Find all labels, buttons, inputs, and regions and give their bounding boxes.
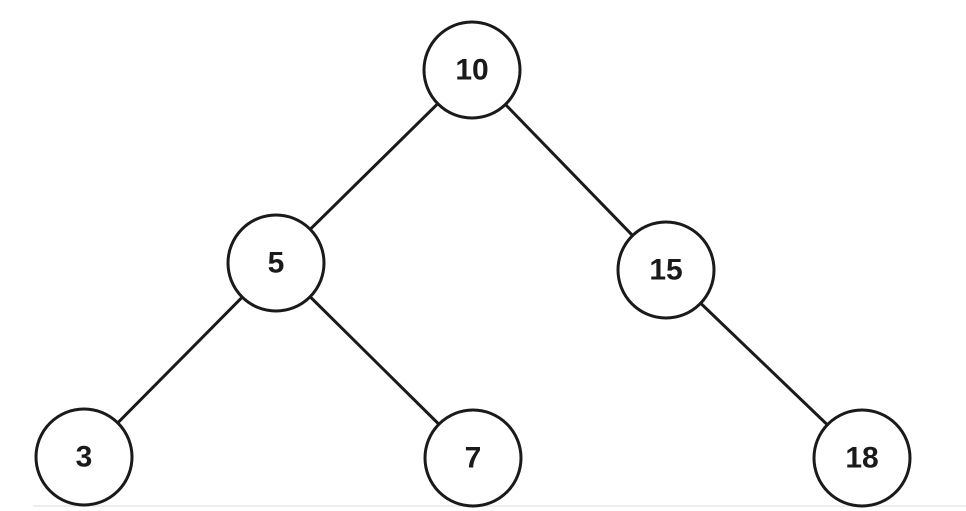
tree-node-15: 15: [616, 220, 716, 320]
tree-node-10: 10: [422, 20, 522, 120]
node-18-circle: [812, 408, 912, 508]
node-7-value: 7: [465, 442, 482, 475]
node-10-circle: [422, 20, 522, 120]
node-15-value: 15: [649, 254, 682, 287]
tree-node-5: 5: [226, 213, 326, 313]
node-5-circle: [226, 213, 326, 313]
node-3-circle: [34, 407, 134, 507]
tree-node-7: 7: [423, 408, 523, 508]
node-3-value: 3: [76, 441, 93, 474]
node-5-value: 5: [268, 247, 285, 280]
node-7-circle: [423, 408, 523, 508]
tree-node-3: 3: [34, 407, 134, 507]
node-15-circle: [616, 220, 716, 320]
node-18-value: 18: [845, 442, 878, 475]
tree-node-18: 18: [812, 408, 912, 508]
node-10-value: 10: [455, 54, 488, 87]
